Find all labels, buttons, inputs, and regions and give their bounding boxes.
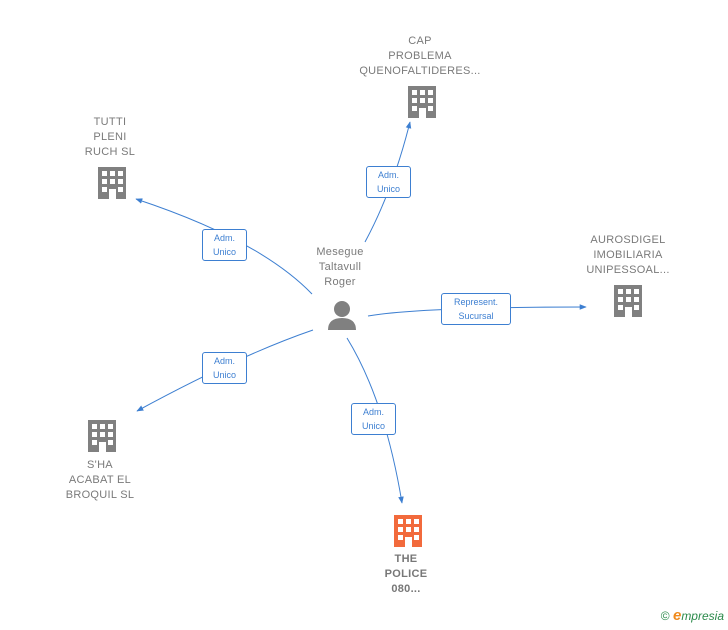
person-icon[interactable]: [328, 301, 356, 330]
edge-label-police: Adm. Unico: [351, 403, 396, 435]
building-icon[interactable]: [408, 86, 436, 118]
building-icon[interactable]: [88, 420, 116, 452]
building-icon-highlighted[interactable]: [394, 515, 422, 547]
company-label-tutti[interactable]: TUTTI PLENI RUCH SL: [84, 116, 136, 158]
person-name-label[interactable]: Mesegue Taltavull Roger: [316, 246, 364, 288]
edge-label-cap: Adm. Unico: [366, 166, 411, 198]
building-icon[interactable]: [614, 285, 642, 317]
building-icon[interactable]: [98, 167, 126, 199]
edge-label-tutti: Adm. Unico: [202, 229, 247, 261]
brand-initial: e: [672, 607, 682, 624]
company-label-shaacabat[interactable]: S'HA ACABAT EL BROQUIL SL: [65, 459, 135, 501]
copyright-symbol: ©: [660, 609, 670, 623]
company-label-cap[interactable]: CAP PROBLEMA QUENOFALTIDERES...: [359, 35, 481, 77]
edge-label-shaacabat: Adm. Unico: [202, 352, 247, 384]
company-label-police[interactable]: THE POLICE 080...: [384, 553, 428, 595]
empresia-watermark: © empresia: [661, 607, 724, 624]
company-label-aurosdigel[interactable]: AUROSDIGEL IMOBILIARIA UNIPESSOAL...: [586, 234, 670, 276]
edge-label-aurosdigel: Represent. Sucursal: [441, 293, 511, 325]
brand-name: mpresia: [681, 609, 724, 623]
